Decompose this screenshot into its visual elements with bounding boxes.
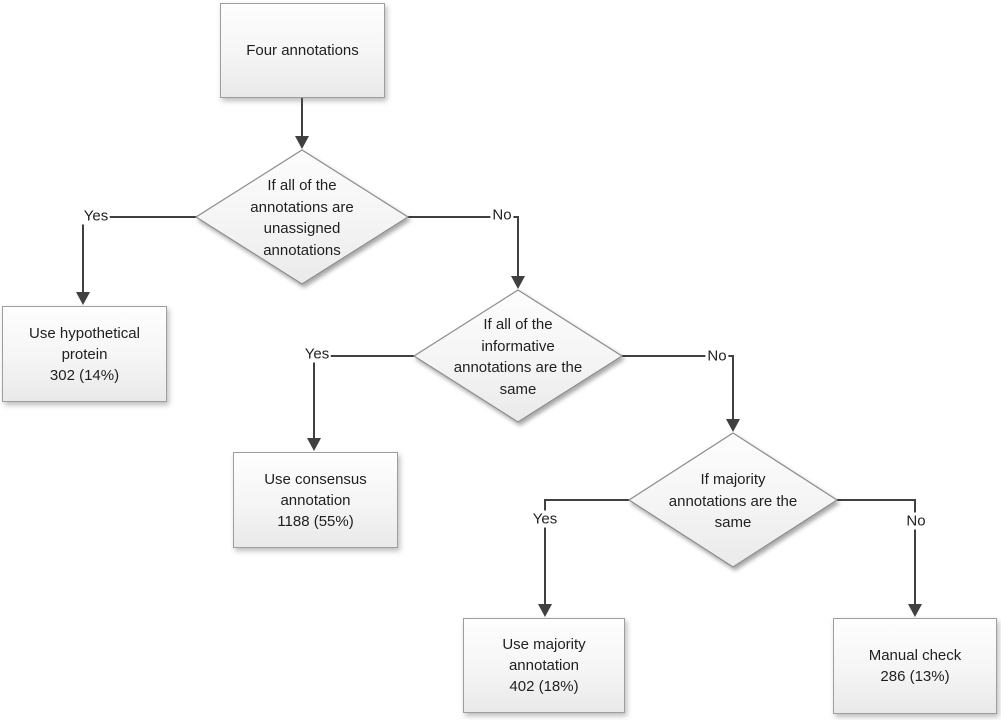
edge-label-informative-no: No (705, 347, 729, 365)
edge-label-majority-yes: Yes (530, 510, 560, 528)
connector-decision1-no (408, 216, 519, 277)
connector-decision2-no (622, 355, 734, 420)
decision-diamond-unassigned (194, 149, 410, 285)
result-majority-value: 402 (18%) (509, 678, 579, 695)
connector-decision3-no (837, 499, 916, 605)
result-node-consensus: Use consensus annotation 1188 (55%) (233, 452, 398, 548)
start-node: Four annotations (220, 3, 385, 98)
result-node-manual: Manual check 286 (13%) (833, 618, 997, 714)
start-node-text: Four annotations (246, 42, 359, 59)
result-node-hypothetical: Use hypothetical protein 302 (14%) (2, 306, 167, 402)
edge-label-unassigned-no: No (490, 206, 514, 224)
result-node-majority: Use majority annotation 402 (18%) (463, 618, 625, 713)
result-majority-label: Use majority annotation (502, 636, 586, 674)
result-consensus-value: 1188 (55%) (277, 512, 354, 530)
arrowhead-to-decision2 (511, 276, 525, 289)
edge-label-majority-no: No (904, 512, 928, 530)
result-consensus-label: Use consensus annotation (264, 470, 367, 509)
decision-diamond-majority (627, 432, 839, 568)
result-hypothetical-value: 302 (14%) (49, 366, 120, 384)
arrowhead-to-decision3 (726, 419, 740, 432)
arrowhead-to-consensus (307, 438, 321, 451)
edge-label-unassigned-yes: Yes (81, 207, 111, 225)
arrowhead-to-manual (908, 604, 922, 617)
arrowhead-to-majority (538, 604, 552, 617)
connector-decision1-yes (82, 216, 196, 293)
connector-decision3-yes (544, 499, 629, 605)
arrowhead-to-decision1 (295, 136, 309, 149)
connector-decision2-yes (313, 355, 414, 439)
result-manual-label: Manual check (868, 647, 962, 664)
edge-label-informative-yes: Yes (302, 345, 332, 363)
result-manual-value: 286 (13%) (880, 668, 950, 685)
decision-diamond-informative (412, 289, 624, 423)
arrowhead-to-hypothetical (76, 292, 90, 305)
result-hypothetical-label: Use hypothetical protein (29, 324, 140, 363)
